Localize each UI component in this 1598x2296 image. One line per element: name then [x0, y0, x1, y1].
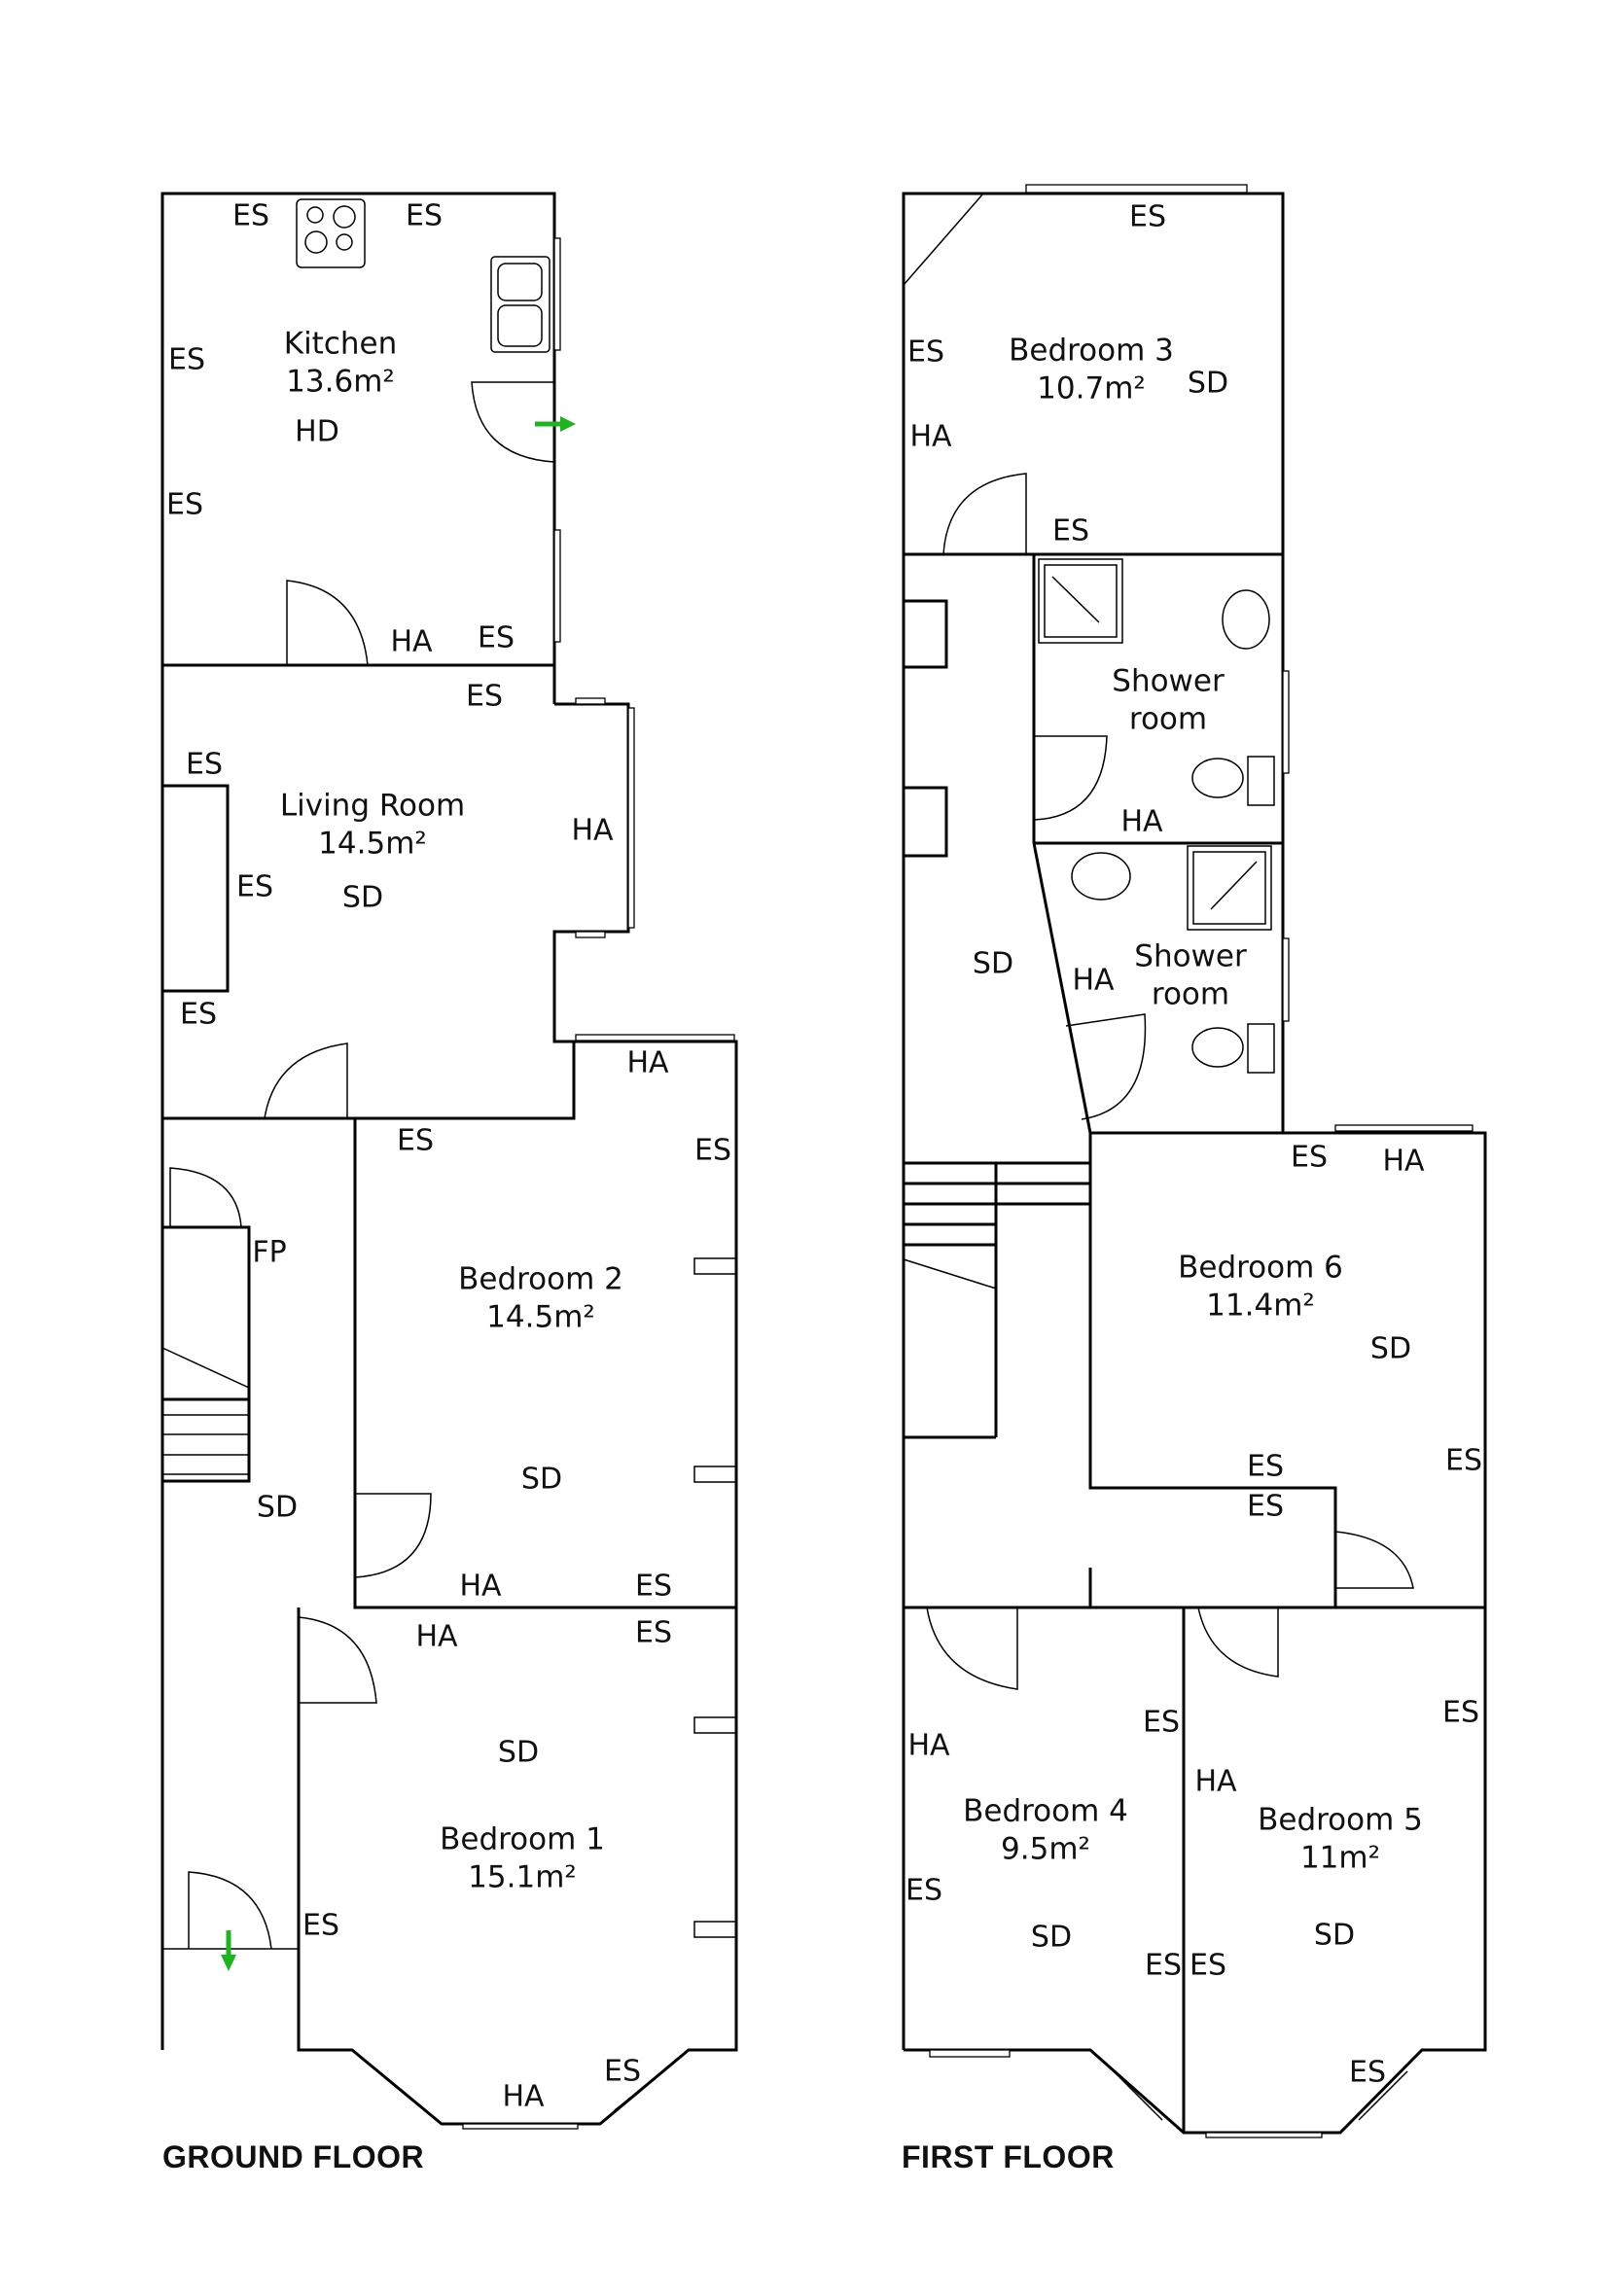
marker-es: ES	[478, 620, 515, 655]
marker-es: ES	[232, 198, 269, 233]
room-area: 11m²	[1299, 1840, 1381, 1875]
marker-es: ES	[907, 335, 944, 370]
marker-es: ES	[1145, 1948, 1182, 1983]
marker-es: ES	[604, 2054, 641, 2089]
marker-es: ES	[166, 487, 203, 522]
marker-sd: SD	[497, 1735, 540, 1770]
marker-es: ES	[1129, 199, 1166, 234]
marker-fp: FP	[252, 1235, 287, 1270]
first-floor-doors	[926, 473, 1414, 1690]
marker-es: ES	[302, 1908, 339, 1943]
marker-es: ES	[236, 869, 273, 904]
marker-ha: HA	[1382, 1144, 1425, 1179]
room-name: Bedroom 5	[1258, 1802, 1423, 1838]
marker-sd: SD	[341, 880, 384, 915]
room-name: Bedroom 3	[1009, 333, 1174, 369]
marker-sd: SD	[1030, 1920, 1073, 1955]
room-area: 15.1m²	[468, 1859, 577, 1894]
kitchen-appliances	[296, 198, 550, 353]
marker-es: ES	[180, 997, 217, 1032]
marker-es: ES	[186, 747, 223, 782]
first-floor-walls	[902, 192, 1487, 2135]
room-area: 9.5m²	[1001, 1831, 1090, 1866]
marker-ha: HA	[459, 1569, 502, 1604]
room-area: 11.4m²	[1206, 1288, 1315, 1323]
marker-ha: HA	[1072, 963, 1115, 998]
room-label-bedroom-4: Bedroom 4 9.5m²	[963, 1792, 1128, 1868]
room-label-shower-room-2: Shower room	[1134, 938, 1247, 1011]
marker-sd: SD	[1369, 1331, 1412, 1366]
fire-exit-arrow-icon	[535, 416, 576, 432]
room-name: Kitchen	[283, 326, 398, 362]
marker-ha: HA	[909, 419, 952, 454]
room-name: Living Room	[279, 788, 466, 824]
marker-es: ES	[1291, 1140, 1328, 1175]
marker-sd: SD	[1187, 366, 1229, 401]
marker-ha: HA	[571, 813, 614, 848]
marker-es: ES	[1247, 1449, 1284, 1484]
marker-ha: HA	[626, 1045, 669, 1080]
room-name: Bedroom 1	[440, 1821, 605, 1857]
marker-sd: SD	[972, 946, 1014, 981]
room-label-bedroom-5: Bedroom 5 11m²	[1258, 1801, 1423, 1877]
room-label-kitchen: Kitchen 13.6m²	[284, 325, 398, 401]
marker-ha: HA	[1194, 1764, 1237, 1799]
room-name: Bedroom 4	[963, 1793, 1128, 1829]
marker-es: ES	[466, 679, 503, 714]
marker-sd: SD	[520, 1462, 563, 1497]
room-area: 13.6m²	[286, 364, 395, 399]
marker-es: ES	[1190, 1948, 1226, 1983]
room-label-living-room: Living Room 14.5m²	[280, 787, 465, 863]
marker-es: ES	[406, 198, 443, 233]
room-label-bedroom-2: Bedroom 2 14.5m²	[458, 1260, 623, 1336]
marker-hd: HD	[295, 414, 339, 449]
first-floor-windows	[929, 184, 1474, 2138]
room-area: 14.5m²	[318, 826, 427, 861]
first-floor-title: FIRST FLOOR	[902, 2139, 1115, 2174]
marker-es: ES	[168, 342, 205, 377]
marker-es: ES	[1442, 1695, 1479, 1730]
marker-es: ES	[1445, 1443, 1482, 1478]
ground-floor-title: GROUND FLOOR	[162, 2139, 425, 2174]
marker-ha: HA	[502, 2079, 545, 2114]
marker-ha: HA	[415, 1619, 458, 1654]
room-area: 14.5m²	[486, 1299, 595, 1334]
marker-es: ES	[694, 1133, 731, 1168]
marker-es: ES	[635, 1569, 672, 1604]
marker-sd: SD	[1313, 1918, 1356, 1953]
marker-es: ES	[1052, 513, 1089, 548]
room-label-bedroom-1: Bedroom 1 15.1m²	[440, 1820, 605, 1896]
marker-es: ES	[1143, 1705, 1180, 1740]
fire-exit-arrow-down-icon	[221, 1930, 236, 1971]
marker-ha: HA	[1120, 804, 1163, 839]
bathroom-fixtures	[1038, 558, 1275, 1074]
room-area: 10.7m²	[1037, 371, 1146, 406]
marker-es: ES	[1247, 1489, 1284, 1524]
room-name: Bedroom 2	[458, 1261, 623, 1297]
marker-es: ES	[1349, 2055, 1386, 2090]
marker-es: ES	[397, 1123, 434, 1158]
room-label-bedroom-3: Bedroom 3 10.7m²	[1009, 332, 1174, 407]
room-name: Bedroom 6	[1178, 1250, 1343, 1286]
room-label-shower-room-1: Shower room	[1112, 663, 1225, 736]
marker-ha: HA	[390, 624, 433, 659]
room-label-bedroom-6: Bedroom 6 11.4m²	[1178, 1249, 1343, 1325]
marker-es: ES	[635, 1615, 672, 1650]
marker-es: ES	[906, 1873, 942, 1908]
ground-floor-doors	[169, 381, 555, 1950]
ground-floor-windows	[367, 237, 735, 2130]
marker-sd: SD	[256, 1490, 299, 1525]
marker-ha: HA	[907, 1728, 950, 1763]
